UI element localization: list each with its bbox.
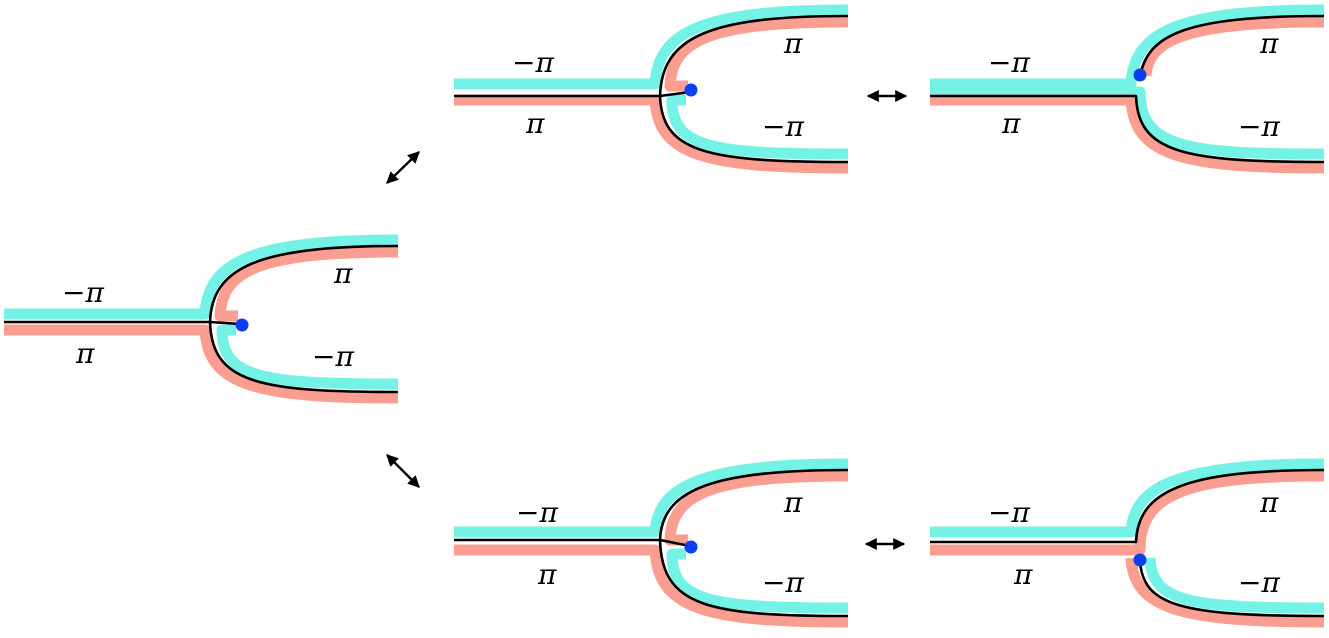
ribbon-cyan-lower [666, 94, 849, 160]
ribbon-salmon-lower [1125, 557, 1325, 628]
ribbon-salmon-lower [4, 324, 399, 404]
label-pi-left: π [525, 107, 545, 140]
ribbon-salmon-lower [454, 544, 849, 628]
marked-point [684, 83, 698, 97]
panel-top-right: −π π π −π [930, 4, 1325, 174]
ribbon-cyan-upper [930, 458, 1325, 538]
marked-point [235, 318, 249, 332]
edge-lower [930, 94, 1325, 164]
marked-point [1133, 553, 1147, 567]
label-neg-pi-left: −π [988, 496, 1030, 529]
label-pi-left: π [537, 558, 557, 591]
label-pi-left: π [1001, 107, 1021, 140]
label-pi-upper: π [783, 486, 803, 519]
ribbon-salmon-upper [664, 470, 849, 546]
edge-upper [454, 468, 849, 542]
panel-bottom-left: −π π π −π [454, 458, 849, 628]
label-neg-pi-left: −π [512, 46, 554, 79]
ribbon-cyan-upper [930, 4, 1325, 90]
ribbon-salmon-upper [930, 470, 1325, 556]
ribbon-cyan-upper [4, 234, 399, 320]
edge-upper [1138, 14, 1325, 77]
edge-stub [659, 90, 691, 98]
label-pi-upper: π [1259, 27, 1279, 60]
ribbon-salmon-upper [1140, 16, 1325, 77]
ribbon-cyan-lower [1144, 557, 1325, 614]
marked-point [684, 540, 698, 554]
ribbon-salmon-lower [930, 94, 1325, 174]
edge-lower [1138, 559, 1325, 618]
label-pi-upper: π [1259, 486, 1279, 519]
edge-stub [209, 320, 241, 326]
panel-center: −π π π −π [4, 234, 399, 404]
label-pi-left: π [1013, 558, 1033, 591]
label-neg-pi-left: −π [988, 46, 1030, 79]
label-neg-pi-lower: −π [762, 110, 804, 143]
ribbon-cyan-lower [216, 324, 399, 390]
ribbon-salmon-lower [454, 94, 849, 174]
label-pi-left: π [75, 337, 95, 370]
label-neg-pi-lower: −π [762, 566, 804, 599]
panel-bottom-right: −π π π −π [930, 458, 1325, 628]
edge-upper [454, 14, 849, 98]
label-neg-pi-lower: −π [1238, 566, 1280, 599]
double-arrow-down [386, 454, 420, 488]
ribbon-cyan-lower [930, 86, 1325, 160]
label-pi-upper: π [333, 257, 353, 290]
ribbon-cyan-upper [454, 458, 849, 538]
label-neg-pi-lower: −π [312, 340, 354, 373]
edge-upper [930, 468, 1325, 544]
label-neg-pi-left: −π [516, 496, 558, 529]
label-neg-pi-left: −π [62, 276, 104, 309]
edge-lower [208, 321, 399, 394]
ribbon-cyan-lower [666, 548, 849, 614]
ribbon-salmon-upper [214, 246, 399, 322]
double-arrow-up [386, 151, 420, 184]
ribbon-cyan-upper [454, 4, 849, 90]
label-neg-pi-lower: −π [1238, 110, 1280, 143]
label-pi-upper: π [783, 27, 803, 60]
marked-point [1133, 68, 1147, 82]
panel-top-left: −π π π −π [454, 4, 849, 174]
edge-upper [4, 244, 399, 324]
edge-lower [658, 539, 849, 618]
edge-lower [658, 95, 849, 164]
ribbon-salmon-upper [664, 16, 849, 92]
